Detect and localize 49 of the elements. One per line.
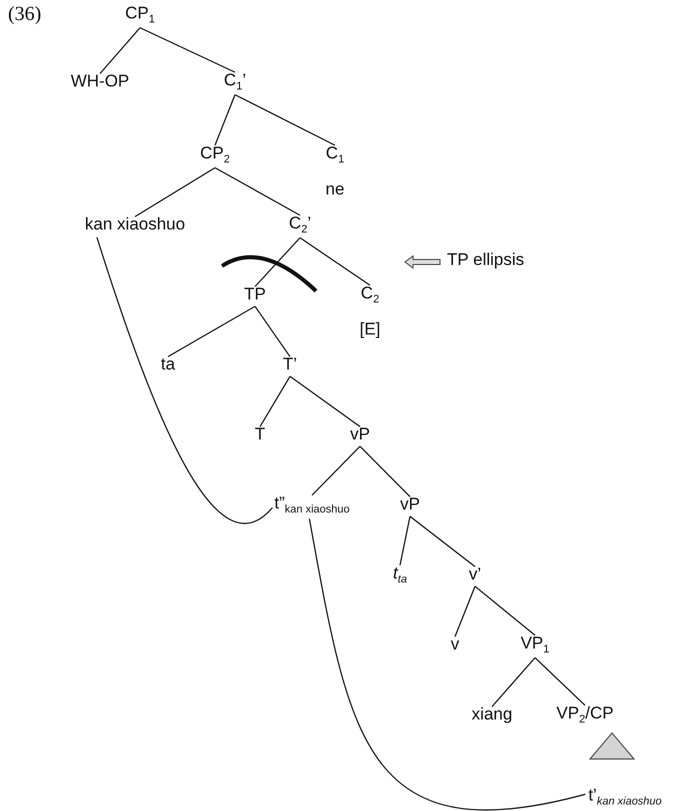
tree-node-label: C$_{2}$: [360, 284, 380, 306]
tree-node-label: WH-OP: [70, 72, 130, 92]
tree-branch: [168, 306, 256, 358]
tree-branch: [134, 167, 216, 218]
tree-node-label: vP: [350, 426, 370, 444]
example-number: (36): [8, 3, 42, 26]
tree-node-label: VP$_{2}$/CP: [556, 704, 614, 726]
tree-node-label: VP$_{1}$: [520, 634, 550, 656]
node-annotation: ne: [326, 180, 344, 200]
movement-curve: [96, 237, 273, 524]
tree-branch: [312, 446, 360, 496]
tree-node-label: xiang: [472, 706, 512, 724]
tree-branch: [534, 657, 586, 706]
tree-branch: [100, 27, 140, 74]
tree-branch: [214, 167, 300, 216]
tree-node-label: CP$_{1}$: [125, 4, 155, 26]
tree-node-label: t”$_{kan xiaoshuo}$: [274, 494, 350, 516]
tree-branch: [290, 376, 360, 428]
tree-node-label: kan xiaoshuo: [84, 216, 186, 234]
tree-node-label: T: [254, 426, 266, 444]
tree-branch: [214, 94, 236, 146]
tree-node-label: v’: [468, 566, 482, 584]
tree-node-label: CP$_{2}$: [200, 144, 230, 166]
tree-branch: [300, 237, 370, 286]
triangle-symbol: [589, 732, 635, 760]
tree-branch: [454, 586, 476, 637]
tree-node-label: T’: [282, 356, 298, 374]
tree-node-label: v: [450, 636, 460, 654]
node-annotation: [E]: [360, 320, 380, 340]
tree-branch: [259, 376, 291, 427]
tree-node-label: t’$_{kan xiaoshuo}$: [588, 786, 662, 808]
tree-branch: [254, 237, 300, 288]
tree-branch: [410, 516, 476, 568]
tree-branch: [254, 306, 290, 357]
tree-branch: [140, 27, 236, 73]
tree-branch: [492, 657, 536, 708]
tree-node-label: C$_{2}$’: [288, 214, 312, 236]
tree-node-label: TP: [244, 286, 266, 304]
tree-branch: [234, 94, 336, 146]
tree-node-label: C$_{1}$’: [224, 71, 246, 93]
annotation-label: TP ellipsis: [447, 250, 524, 270]
tree-node-label: t$_{ta}$: [393, 564, 407, 586]
tree-node-label: ta: [160, 356, 176, 374]
tree-branch: [474, 586, 536, 636]
movement-curve: [308, 518, 586, 811]
tree-node-label: C$_{1}$: [326, 144, 344, 166]
tree-branch: [360, 446, 410, 498]
tree-node-label: vP: [400, 496, 420, 514]
tree-branch: [399, 516, 411, 566]
